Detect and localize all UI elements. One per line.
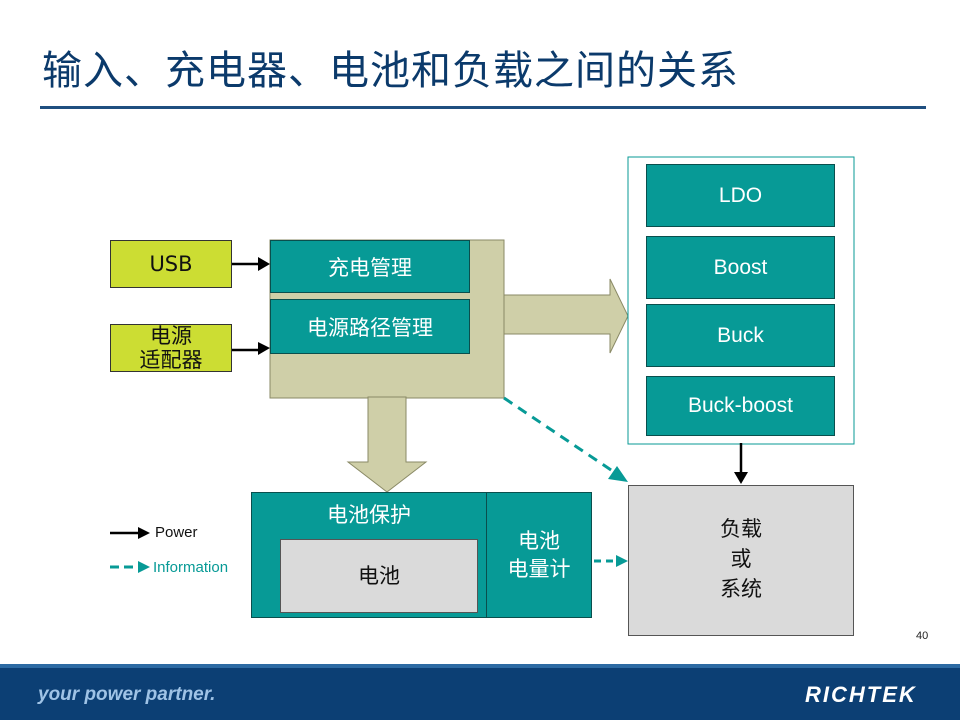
load-label-line3: 系统 [720, 577, 762, 601]
richtek-logo: RICHTEK [805, 682, 917, 707]
fuel-gauge-box: 电池 电量计 [486, 492, 592, 618]
converter-ldo-box: LDO [646, 164, 835, 227]
title-divider [40, 106, 926, 109]
converter-buck-boost-box: Buck-boost [646, 376, 835, 436]
power-path-management-box: 电源路径管理 [270, 299, 470, 354]
legend-information-label: Information [153, 559, 229, 576]
converter-ldo-label: LDO [718, 183, 763, 207]
adapter-input-box: 电源 适配器 [110, 324, 232, 372]
page-number: 40 [916, 630, 929, 642]
battery-protection-label: 电池保护 [327, 503, 411, 527]
page-title: 输入、充电器、电池和负载之间的关系 [42, 48, 739, 94]
footer-stripe [0, 664, 960, 668]
charge-management-label: 充电管理 [328, 255, 412, 280]
power-flow-arrow-right [503, 278, 629, 354]
converter-buck-boost-label: Buck-boost [687, 394, 794, 417]
footer-bar [0, 664, 960, 720]
fuel-gauge-label-line1: 电池 [518, 529, 560, 553]
fuel-gauge-label-line2: 电量计 [507, 557, 571, 581]
charger-info-arrow [503, 396, 615, 474]
power-path-management-label: 电源路径管理 [307, 315, 433, 340]
footer-tagline: your power partner. [38, 684, 216, 705]
battery-cell-label: 电池 [358, 564, 400, 588]
load-label-line1: 负载 [720, 517, 762, 541]
load-system-box: 负载 或 系统 [628, 485, 854, 636]
battery-cell-box: 电池 [280, 539, 478, 613]
power-flow-arrow-down [346, 396, 428, 493]
load-label-line2: 或 [730, 547, 752, 571]
usb-label: USB [149, 252, 193, 276]
converter-boost-label: Boost [713, 255, 768, 279]
adapter-label-line1: 电源 [150, 324, 192, 348]
converter-buck-box: Buck [646, 304, 835, 367]
usb-input-box: USB [110, 240, 232, 288]
adapter-label-line2: 适配器 [139, 348, 203, 372]
converter-boost-box: Boost [646, 236, 835, 299]
converter-buck-label: Buck [717, 323, 764, 347]
legend-power-label: Power [155, 524, 198, 541]
charge-management-box: 充电管理 [270, 240, 470, 293]
